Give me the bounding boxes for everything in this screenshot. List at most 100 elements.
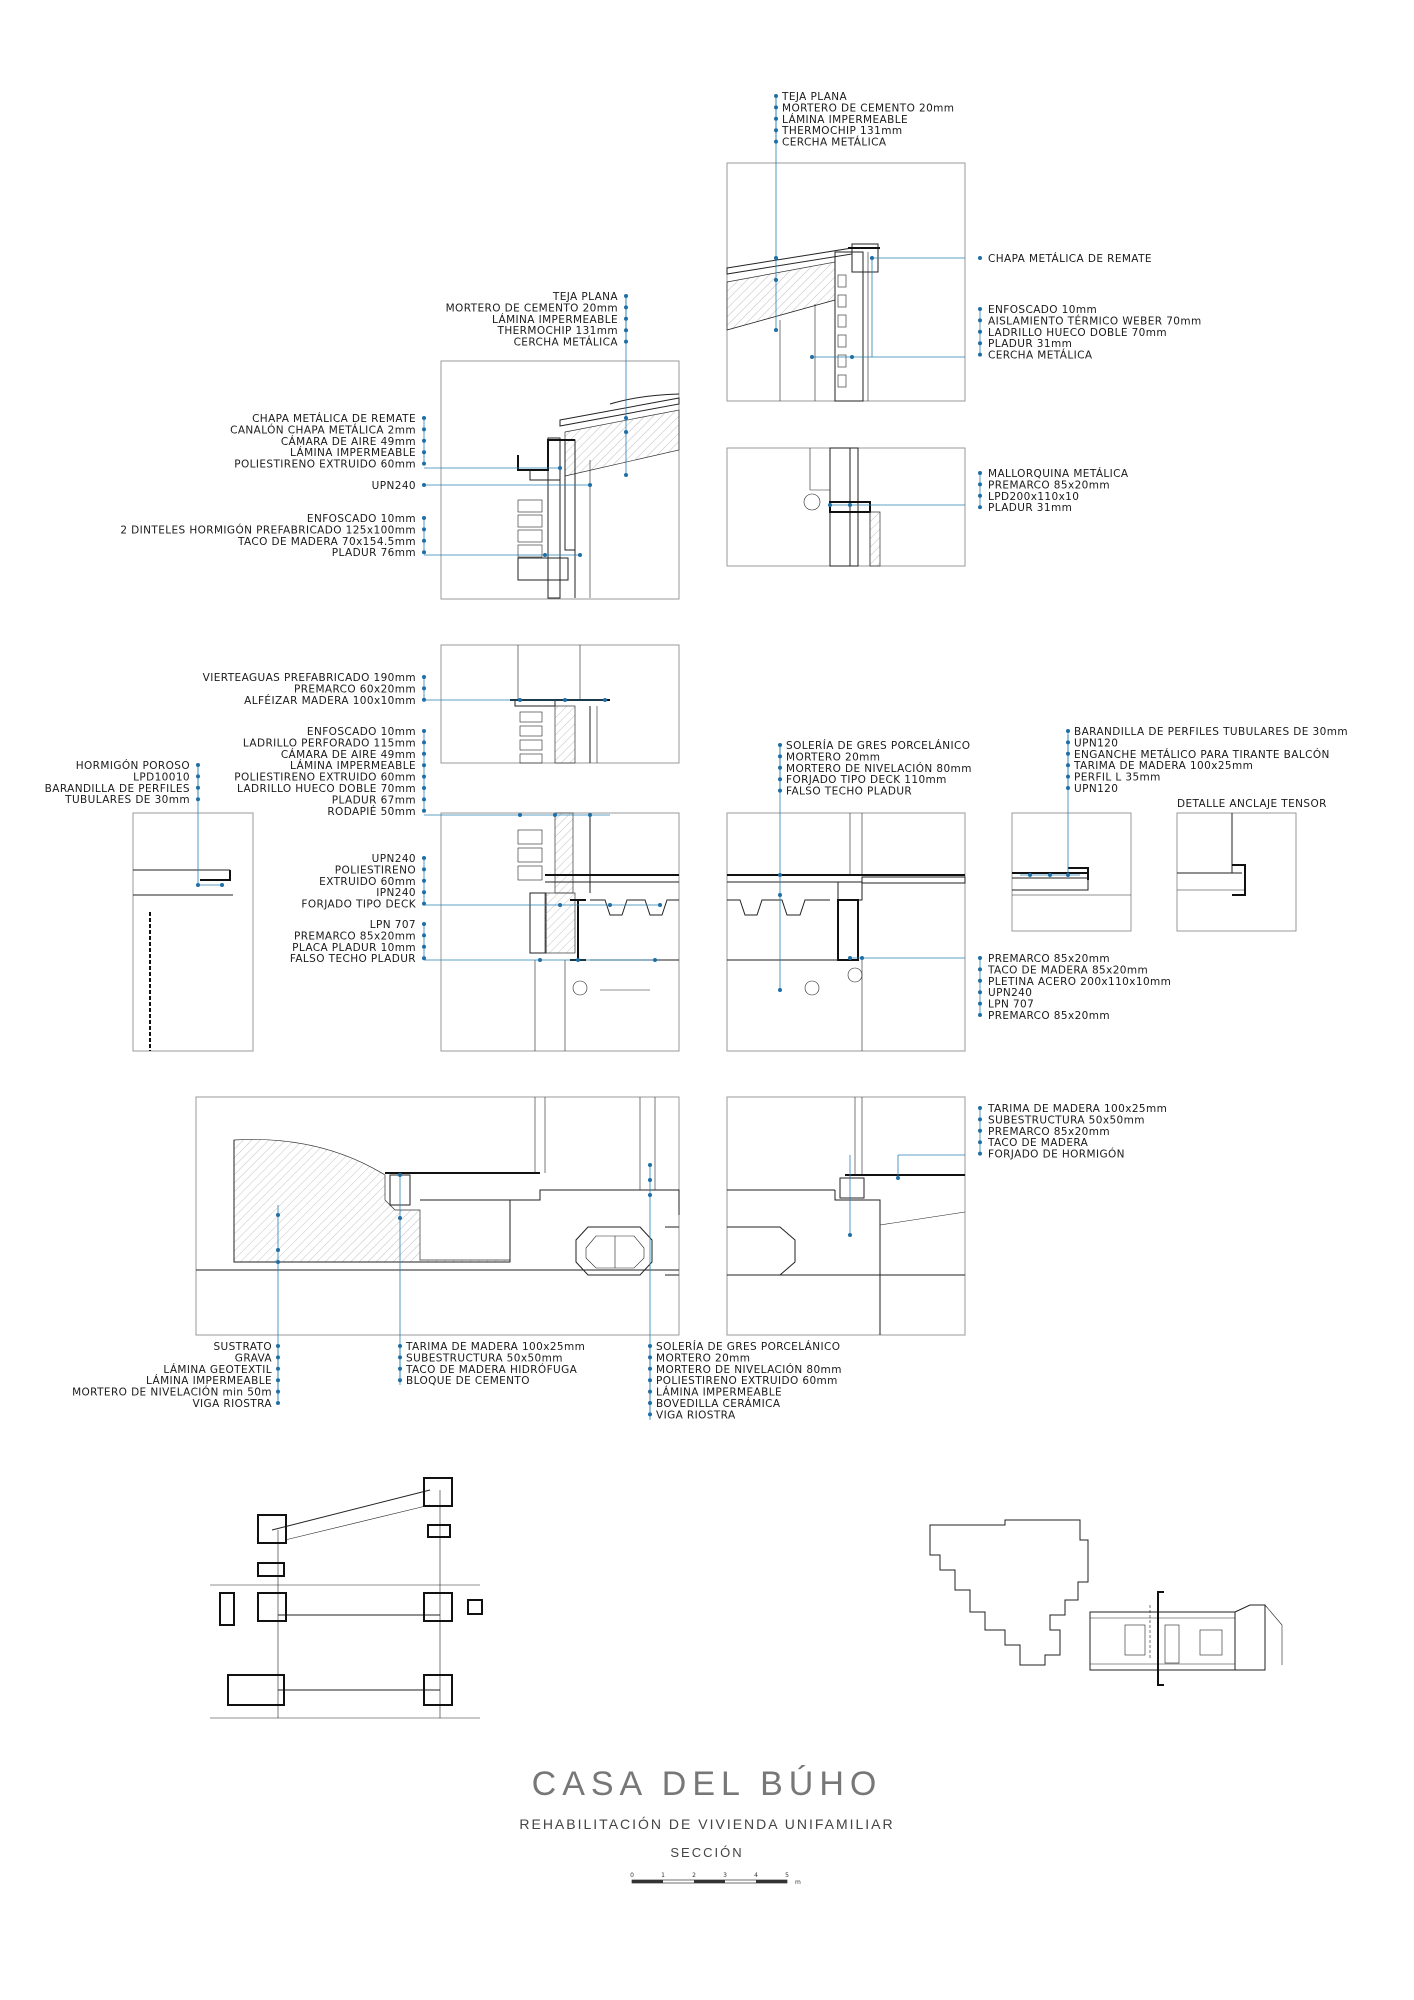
label-dot [648,1355,652,1360]
label-dot [422,538,426,543]
annotation-label: TACO DE MADERA [987,1137,1089,1149]
label-dot [422,808,426,813]
annotation-label: MORTERO DE CEMENTO 20mm [782,102,954,114]
label-dot [774,139,778,144]
label-dot [1066,740,1070,745]
annotation-label: PREMARCO 85x20mm [988,1010,1110,1022]
label-dot [978,352,982,357]
annotation-label: CHAPA METÁLICA DE REMATE [252,412,416,425]
annotation-label: VIERTEAGUAS PREFABRICADO 190mm [203,672,416,684]
label-dot [648,1412,652,1417]
annotation-label: MORTERO DE CEMENTO 20mm [446,302,618,314]
label-dot [774,128,778,133]
annotation-label: TACO DE MADERA 70x154.5mm [237,536,416,548]
label-dot [422,427,426,432]
annotation-label: TUBULARES DE 30mm [64,794,190,806]
label-dot [624,305,628,310]
annotation-label: TEJA PLANA [781,91,848,103]
label-dot [422,438,426,443]
drawing-slab-mid [727,813,966,1051]
annotation-label: SUBESTRUCTURA 50x50mm [406,1352,563,1364]
annotation-label: POLIESTIRENO EXTRUIDO 60mm [234,772,416,784]
annotation-label: VIGA RIOSTRA [656,1409,736,1421]
label-dot [422,890,426,895]
annotation-label: LADRILLO HUECO DOBLE 70mm [988,327,1167,339]
label-dot [648,1378,652,1383]
drawing-window-right [803,447,881,567]
annotation-label: LÁMINA IMPERMEABLE [782,113,908,126]
annotation-label: LPD10010 [133,771,190,783]
drawing-balcony [1012,867,1131,896]
label-dot [1066,786,1070,790]
label-dot [978,329,982,334]
label-dot [1066,729,1070,733]
annotation-label: UPN120 [1074,737,1118,749]
label-dot [978,505,982,510]
label-dot [978,990,982,995]
view-label: SECCIÓN [670,1845,743,1860]
label-dot [978,1140,982,1145]
label-dot [422,878,426,883]
annotation-label: IPN240 [376,887,416,899]
annotation-label: FALSO TECHO PLADUR [786,786,912,798]
annotation-label: CÁMARA DE AIRE 49mm [281,748,416,761]
label-dot [398,1355,402,1360]
annotation-label: LÁMINA IMPERMEABLE [290,759,416,772]
label-dot [422,933,426,938]
label-dot [196,774,200,779]
label-dot [196,785,200,790]
annotation-label: PLADUR 31mm [988,502,1072,514]
annotation-label: TARIMA DE MADERA 100x25mm [1073,760,1253,772]
annotation-label: THERMOCHIP 131mm [781,125,902,137]
anchor-detail-title: DETALLE ANCLAJE TENSOR [1177,798,1327,810]
annotation-label: BLOQUE DE CEMENTO [406,1375,530,1387]
annotation-label: LADRILLO PERFORADO 115mm [243,737,416,749]
annotation-label: EXTRUIDO 60mm [319,876,416,888]
drawing-far-left [133,869,233,1051]
key-callout-boxes [219,1477,483,1706]
annotation-label: MORTERO 20mm [656,1352,750,1364]
annotation-label: PLADUR 67mm [332,794,416,806]
frame-ground-right [726,1096,966,1336]
drawing-ground-right [727,1097,966,1335]
annotation-label: 2 DINTELES HORMIGÓN PREFABRICADO 125x100… [120,523,416,536]
label-dot [422,516,426,520]
label-dot [422,450,426,455]
frame-anchor [1176,812,1297,932]
label-dot [978,1106,982,1110]
label-dot [422,527,426,532]
annotation-label: MALLORQUINA METÁLICA [988,467,1129,480]
title-block: CASA DEL BÚHO REHABILITACIÓN DE VIVIENDA… [519,1765,892,1886]
annotation-label: LADRILLO HUECO DOBLE 70mm [237,783,416,795]
label-dot [624,339,628,344]
scale-bar-segment [632,1880,663,1883]
label-dot [422,763,426,768]
annotation-label: PERFIL L 35mm [1074,772,1161,784]
label-dot [648,1401,652,1405]
annotation-label: UPN240 [372,480,416,492]
scale-bar-segment [694,1880,725,1883]
label-dot [276,1355,280,1360]
annotation-label: TACO DE MADERA HIDRÓFUGA [405,1363,578,1376]
label-dot [648,1389,652,1394]
annotation-label: GRAVA [235,1352,273,1364]
label-dot [276,1344,280,1348]
label-group-roof-left-2: UPN240 [372,480,426,492]
label-dot [978,978,982,983]
annotation-label: SUSTRATO [213,1341,272,1353]
label-dot [422,461,426,466]
label-dot [422,956,426,961]
label-dot [778,777,782,782]
label-dot [978,471,982,475]
label-dot [978,307,982,311]
label-dot [778,754,782,759]
label-dot [422,729,426,733]
annotation-label: CHAPA METÁLICA DE REMATE [988,252,1152,265]
